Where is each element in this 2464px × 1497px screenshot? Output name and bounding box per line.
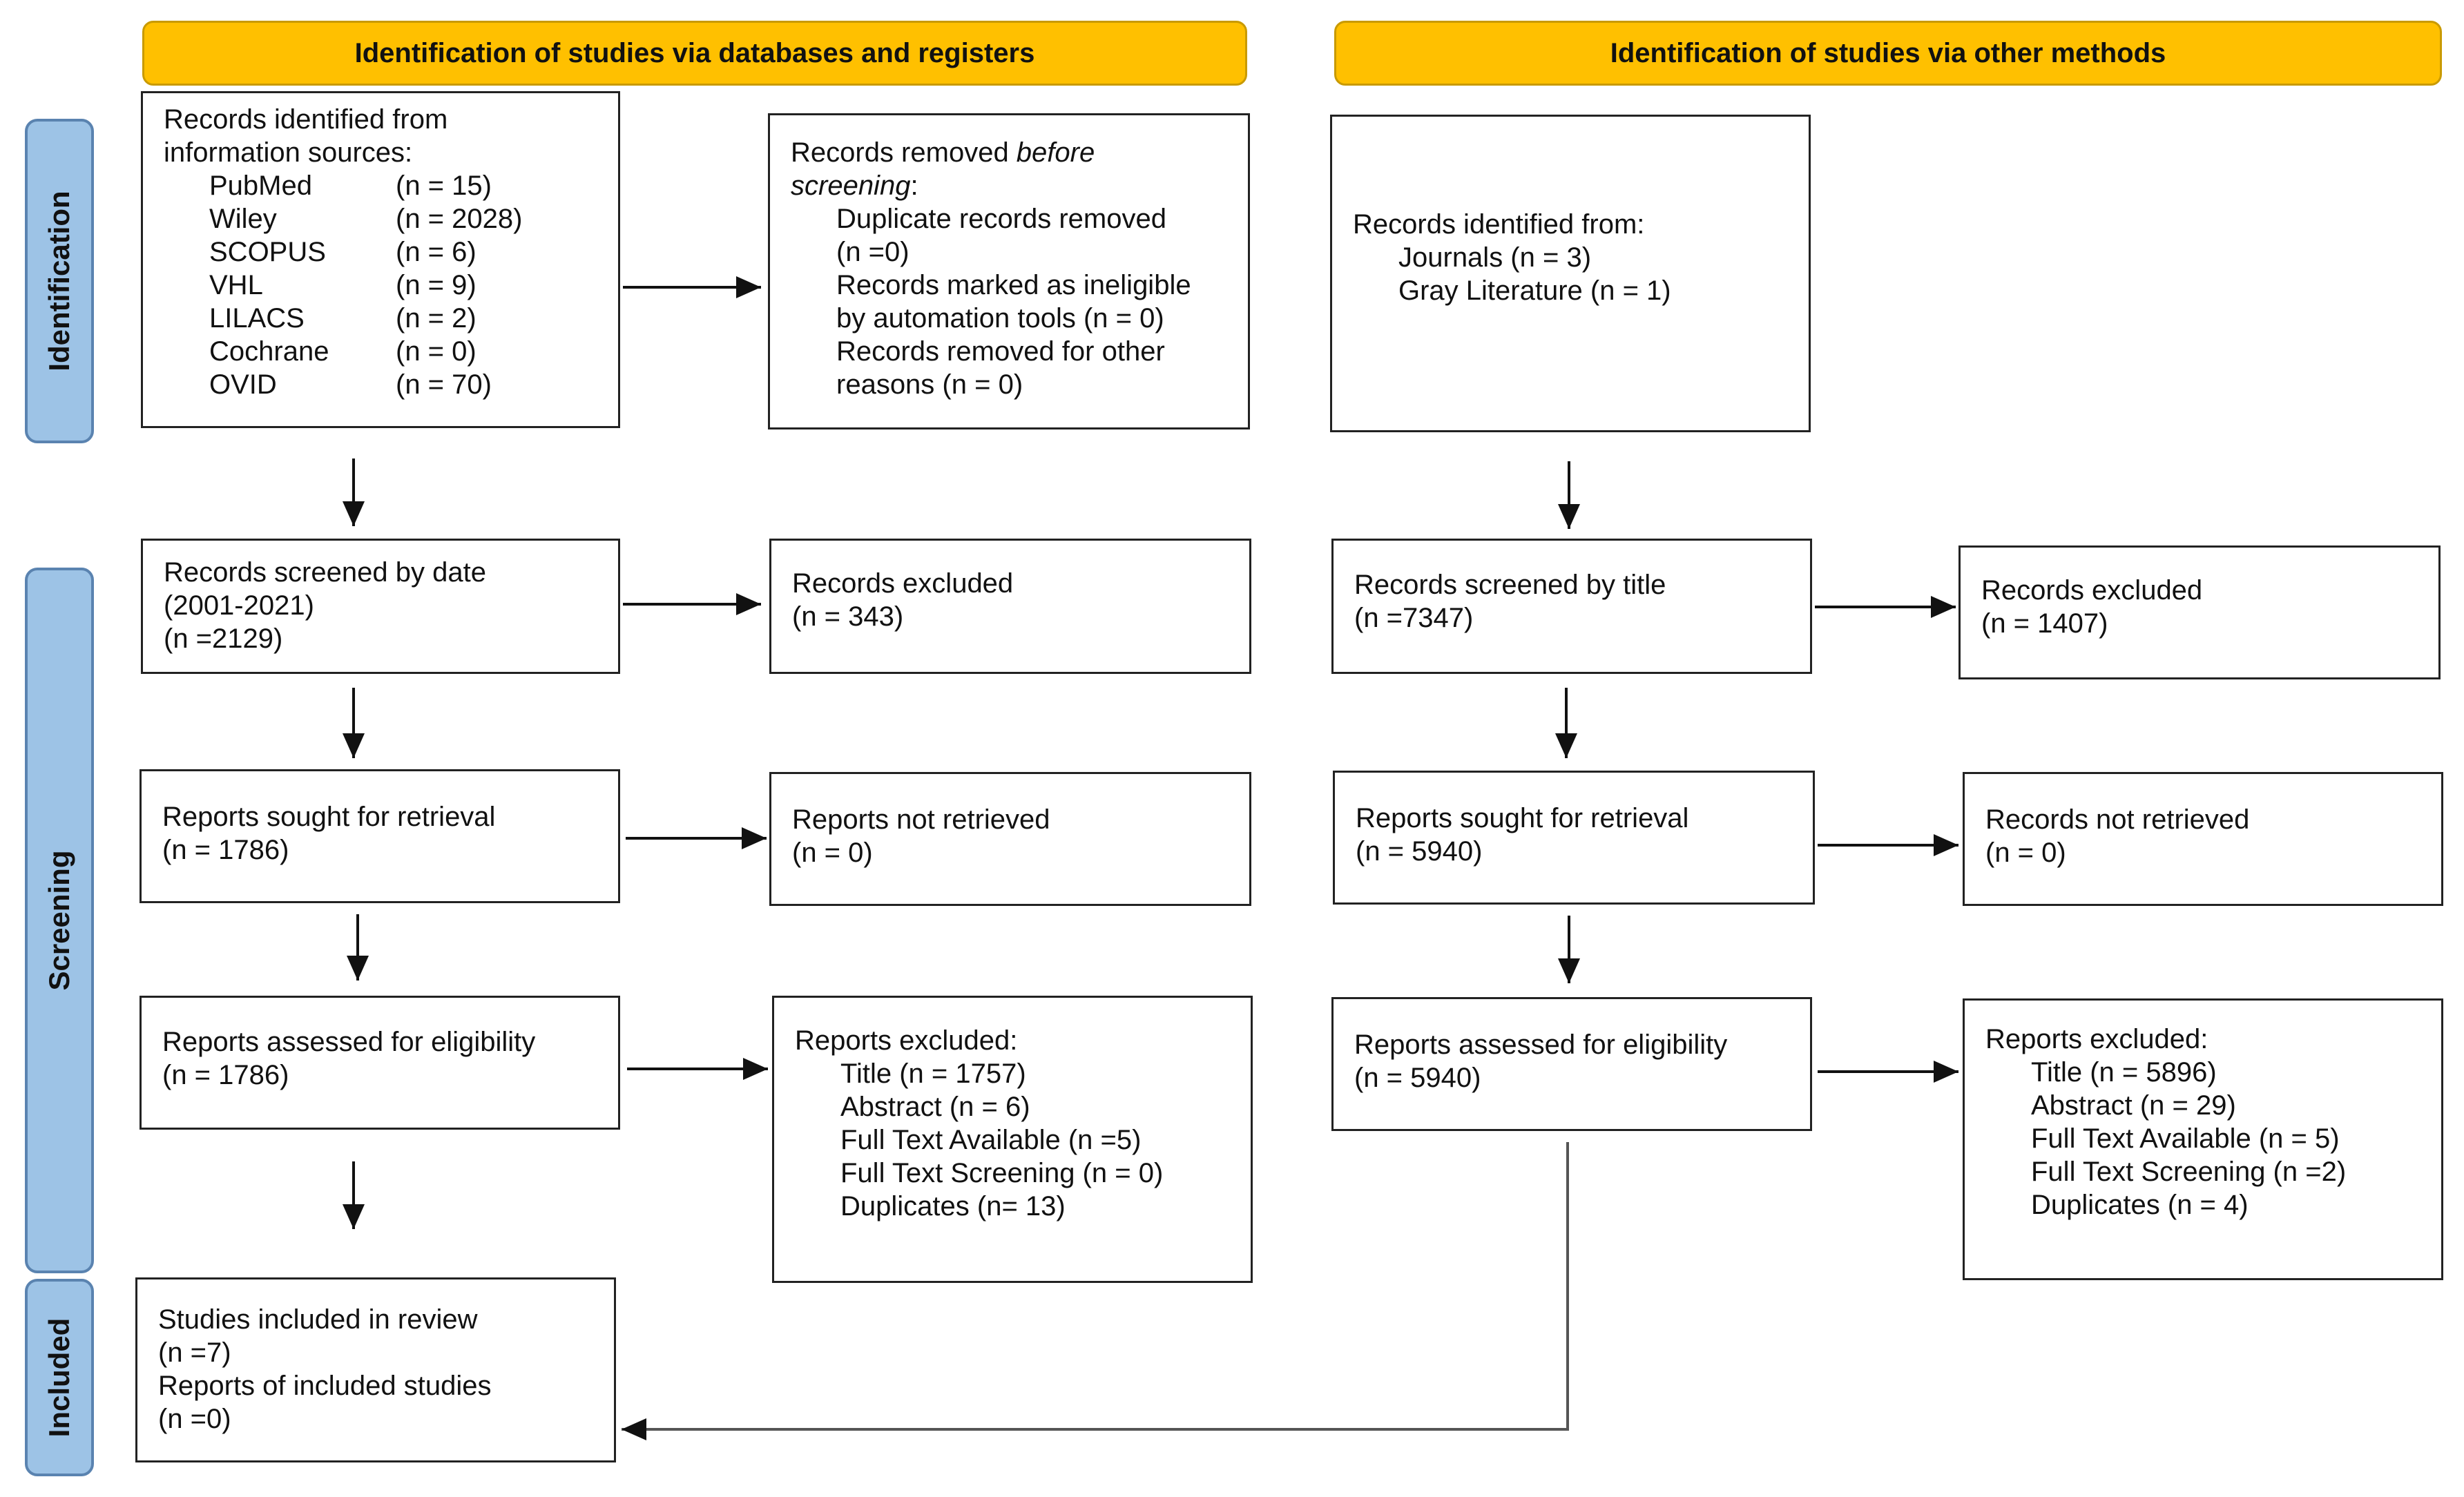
- removed-title-prefix: Records removed: [791, 137, 1017, 168]
- screened-line: (2001-2021): [164, 590, 314, 621]
- assessed-line: Reports assessed for eligibility: [162, 1027, 536, 1057]
- identified-title-line1: Records identified from: [164, 104, 448, 135]
- header-other-methods: Identification of studies via other meth…: [1334, 21, 2442, 86]
- box-other-reports-excluded: Reports excluded: Title (n = 5896) Abstr…: [1963, 998, 2443, 1280]
- other-reports-excluded-title: Reports excluded:: [1985, 1024, 2208, 1054]
- removed-line: (n =0): [836, 237, 909, 267]
- source-count: (n = 6): [396, 237, 477, 267]
- removed-title-emphasis: before: [1016, 137, 1095, 168]
- removed-line: by automation tools (n = 0): [836, 303, 1164, 334]
- other-not-retrieved-line: Records not retrieved: [1985, 804, 2250, 835]
- source-row: PubMed (n = 15): [164, 169, 597, 202]
- box-other-reports-sought: Reports sought for retrieval (n = 5940): [1333, 771, 1815, 905]
- source-count: (n = 2028): [396, 204, 523, 234]
- other-assessed-line: (n = 5940): [1354, 1063, 1481, 1093]
- included-line: (n =7): [158, 1337, 231, 1368]
- phase-included: Included: [25, 1279, 94, 1476]
- source-count: (n = 9): [396, 270, 477, 300]
- reports-excluded-title: Reports excluded:: [795, 1025, 1018, 1056]
- included-line: (n =0): [158, 1404, 231, 1434]
- box-reports-sought: Reports sought for retrieval (n = 1786): [139, 769, 620, 903]
- other-screened-line: Records screened by title: [1354, 570, 1666, 600]
- header-databases: Identification of studies via databases …: [142, 21, 1247, 86]
- reports-excluded-item: Duplicates (n= 13): [840, 1191, 1066, 1221]
- box-records-excluded: Records excluded (n = 343): [769, 539, 1251, 674]
- box-other-records-not-retrieved: Records not retrieved (n = 0): [1963, 772, 2443, 906]
- source-name: PubMed: [209, 171, 312, 201]
- source-name: SCOPUS: [209, 237, 326, 267]
- box-records-identified: Records identified from information sour…: [141, 91, 620, 428]
- included-line: Reports of included studies: [158, 1371, 492, 1401]
- box-reports-assessed: Reports assessed for eligibility (n = 17…: [139, 996, 620, 1130]
- source-row: SCOPUS (n = 6): [164, 235, 597, 269]
- screened-line: (n =2129): [164, 624, 283, 654]
- source-name: OVID: [209, 369, 277, 400]
- source-count: (n = 70): [396, 369, 492, 400]
- source-row: OVID (n = 70): [164, 368, 597, 401]
- reports-excluded-item: Abstract (n = 6): [840, 1092, 1030, 1122]
- assessed-line: (n = 1786): [162, 1060, 289, 1090]
- sought-line: Reports sought for retrieval: [162, 802, 496, 832]
- identified-title-line2: information sources:: [164, 137, 413, 168]
- source-count: (n = 0): [396, 336, 477, 367]
- other-not-retrieved-line: (n = 0): [1985, 838, 2066, 868]
- removed-title-suffix: :: [910, 171, 918, 201]
- box-other-reports-assessed: Reports assessed for eligibility (n = 59…: [1331, 997, 1812, 1131]
- box-other-records-excluded: Records excluded (n = 1407): [1958, 545, 2441, 679]
- other-assessed-line: Reports assessed for eligibility: [1354, 1030, 1728, 1060]
- excluded-line: Records excluded: [792, 568, 1014, 599]
- box-reports-not-retrieved: Reports not retrieved (n = 0): [769, 772, 1251, 906]
- box-records-removed: Records removed before screening: Duplic…: [768, 113, 1250, 429]
- other-sought-line: Reports sought for retrieval: [1356, 803, 1689, 833]
- other-reports-excluded-item: Full Text Screening (n =2): [2031, 1157, 2347, 1187]
- other-reports-excluded-item: Abstract (n = 29): [2031, 1090, 2236, 1121]
- other-reports-excluded-item: Duplicates (n = 4): [2031, 1190, 2249, 1220]
- box-other-records-identified: Records identified from: Journals (n = 3…: [1330, 115, 1811, 432]
- phase-screening: Screening: [25, 568, 94, 1273]
- source-row: LILACS (n = 2): [164, 302, 597, 335]
- source-count: (n = 15): [396, 171, 492, 201]
- other-screened-line: (n =7347): [1354, 603, 1474, 633]
- source-name: VHL: [209, 270, 263, 300]
- other-identified-item: Journals (n = 3): [1398, 242, 1592, 273]
- arrow-other-assessed-to-included: [622, 1142, 1569, 1440]
- box-reports-excluded: Reports excluded: Title (n = 1757) Abstr…: [772, 996, 1253, 1283]
- source-count: (n = 2): [396, 303, 477, 334]
- source-name: Wiley: [209, 204, 277, 234]
- box-records-screened: Records screened by date (2001-2021) (n …: [141, 539, 620, 674]
- reports-excluded-item: Full Text Screening (n = 0): [840, 1158, 1164, 1188]
- removed-line: Records removed for other: [836, 336, 1165, 367]
- source-row: Cochrane (n = 0): [164, 335, 597, 368]
- source-row: VHL (n = 9): [164, 269, 597, 302]
- included-line: Studies included in review: [158, 1304, 478, 1335]
- other-excluded-line: Records excluded: [1981, 575, 2203, 606]
- phase-identification: Identification: [25, 119, 94, 443]
- removed-title-emphasis-2: screening: [791, 171, 911, 201]
- source-name: LILACS: [209, 303, 305, 334]
- sought-line: (n = 1786): [162, 835, 289, 865]
- reports-excluded-item: Full Text Available (n =5): [840, 1125, 1142, 1155]
- removed-line: reasons (n = 0): [836, 369, 1023, 400]
- other-reports-excluded-item: Title (n = 5896): [2031, 1057, 2217, 1088]
- excluded-line: (n = 343): [792, 601, 904, 632]
- removed-line: Duplicate records removed: [836, 204, 1166, 234]
- not-retrieved-line: Reports not retrieved: [792, 804, 1050, 835]
- other-reports-excluded-item: Full Text Available (n = 5): [2031, 1123, 2340, 1154]
- box-other-records-screened: Records screened by title (n =7347): [1331, 539, 1812, 674]
- source-row: Wiley (n = 2028): [164, 202, 597, 235]
- removed-title: Records removed before: [791, 136, 1227, 169]
- other-excluded-line: (n = 1407): [1981, 608, 2108, 639]
- not-retrieved-line: (n = 0): [792, 838, 873, 868]
- removed-line: Records marked as ineligible: [836, 270, 1191, 300]
- reports-excluded-item: Title (n = 1757): [840, 1059, 1026, 1089]
- screened-line: Records screened by date: [164, 557, 486, 588]
- source-name: Cochrane: [209, 336, 329, 367]
- other-identified-item: Gray Literature (n = 1): [1398, 276, 1671, 306]
- other-sought-line: (n = 5940): [1356, 836, 1483, 867]
- removed-title-line2: screening:: [791, 169, 1227, 202]
- box-studies-included: Studies included in review (n =7) Report…: [135, 1277, 616, 1462]
- other-identified-title: Records identified from:: [1353, 209, 1645, 240]
